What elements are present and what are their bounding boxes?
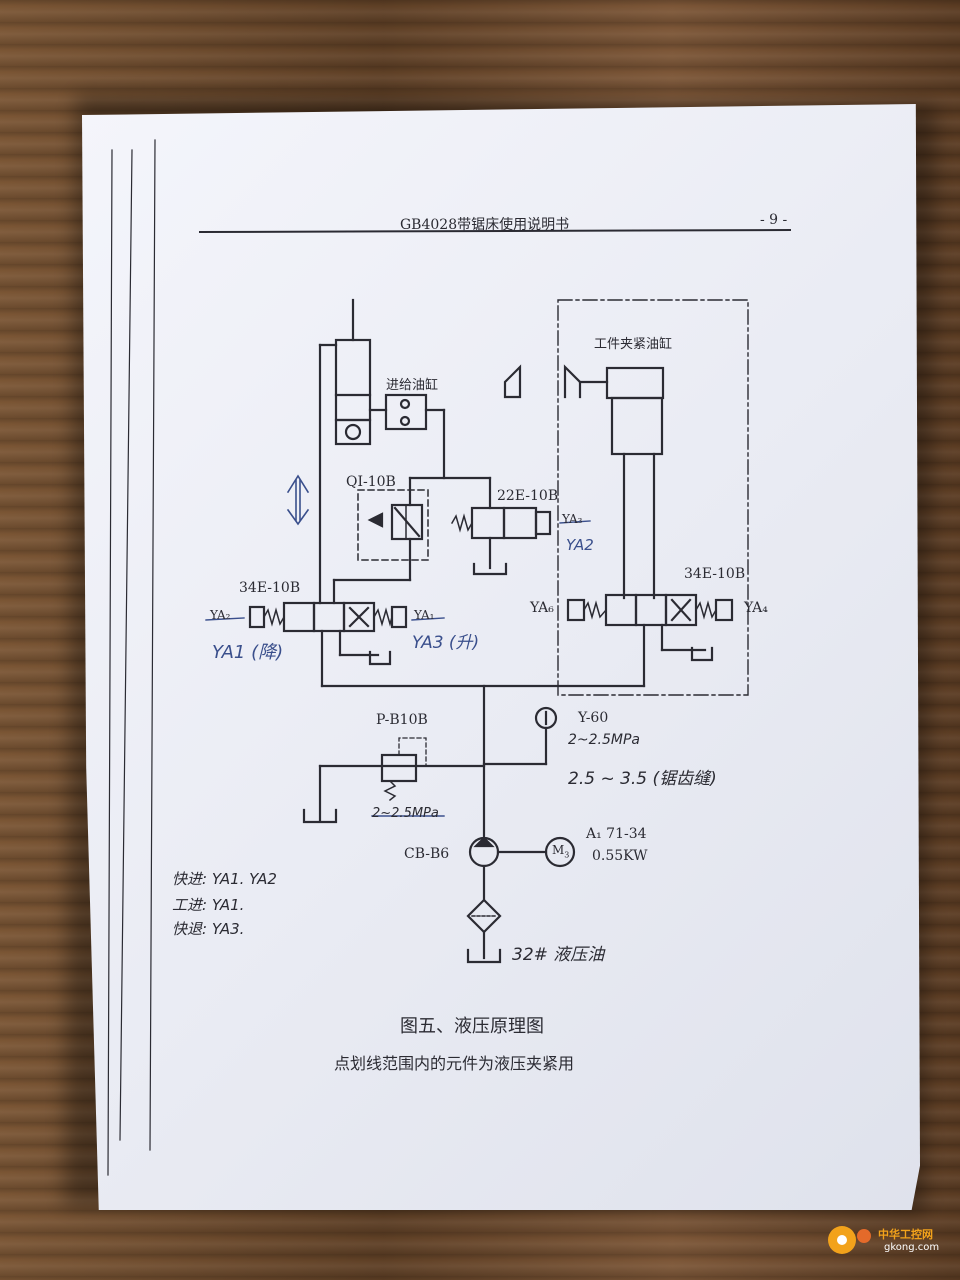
handwritten-oil: 32# 液压油 xyxy=(512,945,605,965)
label-ya1-struck: YA₁ xyxy=(414,608,435,622)
valve-34e-left-block2 xyxy=(312,601,346,633)
handwritten-pressure1: 2~2.5MPa xyxy=(568,732,641,748)
label-34e10b-right: 34E-10B xyxy=(684,566,746,582)
motor-letter: M xyxy=(552,843,565,857)
label-cbb6: CB-B6 xyxy=(404,846,450,862)
vise-jaw-moving xyxy=(563,364,582,399)
tank-symbol-22e xyxy=(472,562,508,576)
valve-22e-block2 xyxy=(502,506,538,540)
watermark-site: gkong.com xyxy=(884,1242,940,1253)
check-ball-top xyxy=(399,398,411,410)
label-ya4: YA₄ xyxy=(744,600,768,616)
handwritten-up-arrow xyxy=(286,474,310,526)
valve-34e-left-solenoid-b xyxy=(390,605,408,629)
valve-34e-right-solenoid-b xyxy=(714,598,734,622)
valve-34e-left-spring-b xyxy=(372,607,393,627)
tank-symbol-34e-right xyxy=(690,646,714,662)
handwritten-ya1-down: YA1 (降) xyxy=(212,642,284,663)
caption-subtitle: 点划线范围内的元件为液压夹紧用 xyxy=(334,1054,575,1073)
valve-22e-solenoid xyxy=(534,510,552,536)
left-border-line-outer xyxy=(107,149,113,1176)
qi10b-check xyxy=(367,512,384,528)
valve-34e-right-solenoid-a xyxy=(566,598,586,622)
paper-sheet xyxy=(82,104,920,1210)
handwritten-ya3-up: YA3 (升) xyxy=(412,633,480,653)
header-title: GB4028带锯床使用说明书 xyxy=(400,217,570,233)
valve-22e-block1 xyxy=(470,506,506,540)
label-pb10b: P-B10B xyxy=(376,712,428,728)
relief-valve-body xyxy=(380,753,418,783)
feed-cylinder-base xyxy=(334,418,372,446)
label-motor-power: 0.55KW xyxy=(592,848,648,864)
motor-symbol xyxy=(544,836,576,868)
valve-34e-right-block2 xyxy=(634,593,668,627)
label-22e10b: 22E-10B xyxy=(497,488,559,504)
label-feed-cylinder: 进给油缸 xyxy=(386,378,439,393)
motor-subscript: 3 xyxy=(564,850,570,860)
label-ya3-struck: YA₃ xyxy=(562,512,583,526)
qi10b-dashed-box xyxy=(357,489,429,561)
handwritten-note-fast-return: 快退: YA3. xyxy=(172,920,245,938)
handwritten-pressure-struck: 2~2.5MPa xyxy=(372,806,439,821)
relief-spring xyxy=(383,779,397,802)
qi10b-valve xyxy=(390,503,424,541)
feed-cylinder-pivot xyxy=(344,423,362,441)
label-ya2-struck: YA₂ xyxy=(210,608,231,622)
clamp-cylinder-head xyxy=(605,366,665,400)
qi10b-arrow xyxy=(393,506,421,538)
handwritten-note-work-feed: 工进: YA1. xyxy=(172,896,245,914)
label-qi10b: QI-10B xyxy=(346,474,396,490)
valve-34e-right-spring-b xyxy=(694,600,718,620)
label-motor-model: A₁ 71-34 xyxy=(586,826,647,842)
valve-34e-left-cross-b xyxy=(348,606,370,628)
header-rule xyxy=(198,228,792,234)
valve-34e-left-block1 xyxy=(282,601,316,633)
pump-arrow xyxy=(473,836,495,848)
handwritten-pressure2: 2.5 ~ 3.5 (锯齿缝) xyxy=(568,769,717,789)
valve-34e-right-spring-a xyxy=(582,600,608,620)
clamp-cylinder-body xyxy=(610,396,664,456)
valve-34e-left-spring-a xyxy=(262,607,286,627)
tank-symbol-34e-left xyxy=(368,650,392,666)
tank-symbol-main xyxy=(466,948,502,964)
strike-marks xyxy=(205,520,591,817)
watermark-logo xyxy=(828,1226,871,1254)
handwritten-ya2: YA2 xyxy=(566,536,594,554)
left-border-line xyxy=(119,149,133,1141)
clamp-dashed-boundary xyxy=(557,299,749,696)
valve-34e-right-cross-b xyxy=(670,598,692,622)
label-ya6: YA₆ xyxy=(530,600,554,616)
relief-pilot-line xyxy=(398,737,427,767)
caption-title: 图五、液压原理图 xyxy=(400,1016,544,1037)
check-ball-bottom xyxy=(399,415,411,427)
tank-symbol-relief xyxy=(302,808,338,824)
valve-34e-left-solenoid-a xyxy=(248,605,266,629)
page-number: - 9 - xyxy=(760,212,788,228)
vise-jaw-fixed xyxy=(503,364,522,399)
watermark-brand: 中华工控网 xyxy=(878,1228,933,1241)
valve-22e-spring xyxy=(450,513,474,533)
label-y60: Y-60 xyxy=(578,710,609,726)
handwritten-note-fast-feed: 快进: YA1. YA2 xyxy=(172,870,277,888)
motor-symbol-label: M3 xyxy=(552,843,569,859)
left-border-line-inner xyxy=(149,139,156,1151)
feed-cylinder-body xyxy=(334,338,372,422)
label-34e10b-left: 34E-10B xyxy=(239,580,301,596)
valve-34e-right-block1 xyxy=(604,593,638,627)
check-valve-block xyxy=(384,393,428,431)
label-clamp-cylinder: 工件夹紧油缸 xyxy=(594,337,673,352)
